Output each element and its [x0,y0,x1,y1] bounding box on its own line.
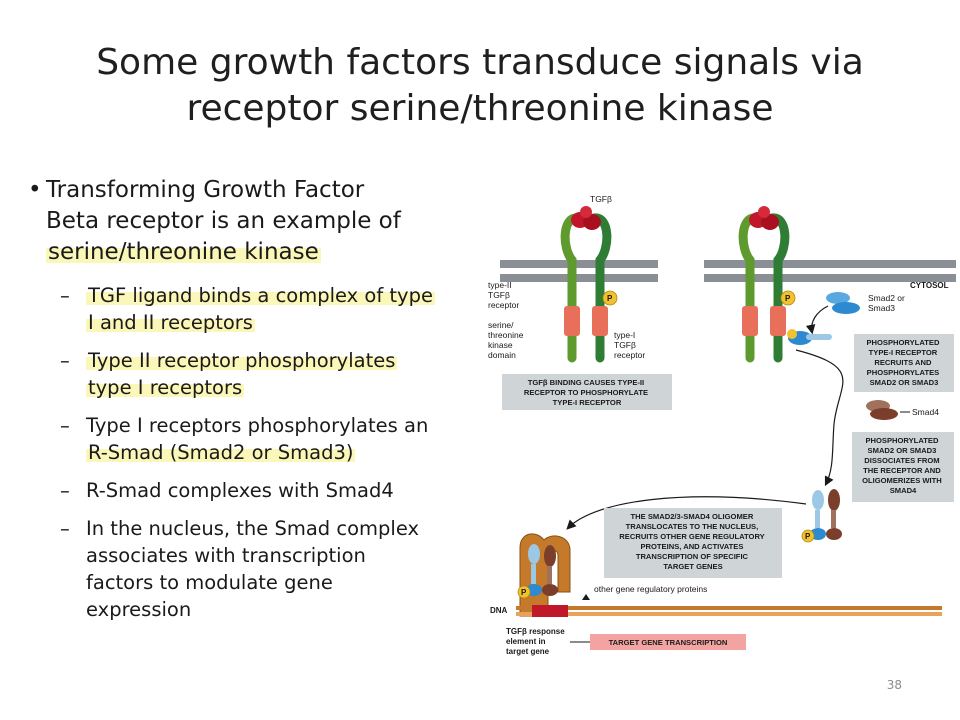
response-element-label: TGFβ response element in target gene [506,627,567,656]
sub-bullet-1-line-2: I and II receptors [86,311,255,334]
sub-bullet-4-line-1: R-Smad complexes with Smad4 [86,479,394,502]
main-bullet-line-2: Beta receptor is an example of [46,208,401,234]
main-bullet: Transforming Growth Factor Beta receptor… [28,175,478,268]
tgf-beta-ligand-left-b [583,214,601,230]
smad4-label: Smad4 [912,407,939,417]
kinase-domain-left-a [564,306,580,336]
sub-bullet-5-line-4: expression [86,598,192,621]
other-regulatory-proteins-label: other gene regulatory proteins [594,584,707,594]
svg-text:THE SMAD2/3-SMAD4 OLIGOMER: THE SMAD2/3-SMAD4 OLIGOMER TRANSLOCATES … [619,512,766,571]
sub-bullet-list: TGF ligand binds a complex of type I and… [60,282,478,623]
caption-target-transcription: TARGET GENE TRANSCRIPTION [590,634,746,650]
sub-bullet-3-line-1: Type I receptors phosphorylates an [86,414,429,437]
svg-text:TARGET GENE TRANSCRIPTION: TARGET GENE TRANSCRIPTION [609,638,728,647]
smad4-free [866,400,898,420]
caption-dissociates: PHOSPHORYLATED SMAD2 OR SMAD3 DISSOCIATE… [852,432,954,502]
main-bullet-line-1: Transforming Growth Factor [46,177,365,203]
sub-bullet-type1-phosphorylates: Type I receptors phosphorylates an R-Sma… [60,412,478,466]
svg-text:P: P [521,588,527,597]
sub-bullet-5-line-2: associates with transcription [86,544,366,567]
receptor-complex-left: P [560,206,618,363]
smad-oligomer: P [801,489,842,543]
sub-bullet-nucleus: In the nucleus, the Smad complex associa… [60,515,478,623]
sub-bullet-type2-phosphorylates: Type II receptor phosphorylates type I r… [60,347,478,401]
svg-text:P: P [805,532,811,541]
slide-title-line-2: receptor serine/threonine kinase [186,88,774,129]
caption-oligomer: THE SMAD2/3-SMAD4 OLIGOMER TRANSLOCATES … [604,508,782,578]
type1-receptor-label: type-I TGFβ receptor [614,330,645,360]
svg-text:PHOSPHORYLATED TYPE-I: PHOSPHORYLATED TYPE-I RECEPTOR RECRUITS … [866,338,941,387]
sub-bullet-ligand-binding: TGF ligand binds a complex of type I and… [60,282,478,336]
phosphate-left [602,290,618,306]
main-bullet-line-3: serine/threonine kinase [46,239,321,265]
dna-label: DNA [490,606,508,615]
sub-bullet-3-line-2: R-Smad (Smad2 or Smad3) [86,441,356,464]
slide-title: Some growth factors transduce signals vi… [60,40,900,132]
receptor-complex-right: P [738,206,832,363]
caption-binding: TGFβ BINDING CAUSES TYPE-II RECEPTOR TO … [502,374,672,410]
svg-text:P: P [785,294,791,303]
smad23-label: Smad2 or Smad3 [868,293,907,313]
response-element [532,605,568,617]
tgf-beta-label: TGFβ [590,194,612,204]
bullet-content: Transforming Growth Factor Beta receptor… [28,175,478,634]
nuclear-transcription-complex: P [517,533,571,617]
plasma-membrane-right [704,260,956,282]
svg-text:P: P [607,294,613,303]
svg-text:TGFβ BINDING CAUSES TYPE-II: TGFβ BINDING CAUSES TYPE-II RECEPTOR TO … [524,378,650,407]
sub-bullet-rsmad-complex: R-Smad complexes with Smad4 [60,477,478,504]
smad23-free [826,292,860,314]
kinase-domain-label: serine/ threonine kinase domain [488,320,526,360]
sub-bullet-5-line-1: In the nucleus, the Smad complex [86,517,420,540]
tgf-beta-pathway-diagram: CYTOSOL P TGFβ type-II TGFβ receptor ser… [486,188,960,668]
sub-bullet-1-line-1: TGF ligand binds a complex of type [86,284,435,307]
cytosol-label: CYTOSOL [910,281,949,290]
dna-strand [516,594,942,617]
page-number: 38 [886,678,902,692]
sub-bullet-2-line-1: Type II receptor phosphorylates [86,349,398,372]
sub-bullet-2-line-2: type I receptors [86,376,245,399]
svg-text:PHOSPHORYLATED SMAD2 O: PHOSPHORYLATED SMAD2 OR SMAD3 DISSOCIATE… [862,436,944,495]
caption-phosphorylated-receptor: PHOSPHORYLATED TYPE-I RECEPTOR RECRUITS … [854,334,954,392]
sub-bullet-5-line-3: factors to modulate gene [86,571,333,594]
plasma-membrane-left [500,260,658,282]
slide-title-line-1: Some growth factors transduce signals vi… [96,42,864,83]
type2-receptor-label: type-II TGFβ receptor [488,280,519,310]
kinase-domain-left-b [592,306,608,336]
